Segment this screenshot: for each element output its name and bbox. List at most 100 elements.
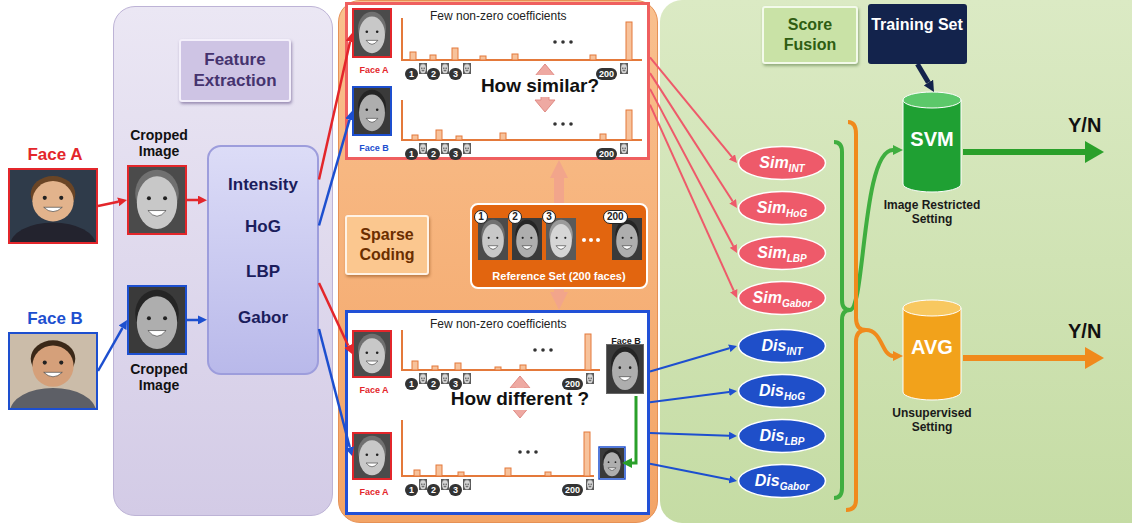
face-thumb: Face A bbox=[352, 8, 392, 58]
ellipse-outline bbox=[739, 147, 826, 180]
cylinder-label: AVG bbox=[911, 336, 953, 359]
smile bbox=[522, 246, 532, 250]
reference-face bbox=[478, 218, 508, 260]
photo-background bbox=[441, 479, 449, 490]
coefficient-bar bbox=[480, 56, 486, 60]
hair bbox=[442, 143, 448, 151]
feature-subscript: LBP bbox=[787, 253, 807, 264]
feature-subscript: HoG bbox=[784, 391, 805, 402]
hair bbox=[587, 373, 593, 381]
smile bbox=[589, 486, 592, 488]
photo-background bbox=[463, 373, 471, 384]
ellipse-outline bbox=[739, 465, 826, 498]
head bbox=[359, 338, 385, 373]
ellipse-outline bbox=[739, 282, 826, 315]
head bbox=[587, 375, 593, 384]
connector bbox=[554, 178, 564, 203]
feature-subscript: LBP bbox=[784, 436, 804, 447]
coefficient-bar bbox=[455, 363, 461, 370]
connector bbox=[650, 348, 729, 371]
coefficient-bar bbox=[495, 367, 501, 370]
classifier-cylinder: AVG Unsupervised Setting bbox=[872, 300, 996, 440]
eye bbox=[366, 453, 369, 456]
eye bbox=[619, 366, 622, 369]
histogram-axis bbox=[402, 100, 642, 140]
question: How different ? bbox=[448, 388, 592, 410]
face-thumb: Face B bbox=[352, 86, 392, 136]
cropped-face bbox=[354, 434, 390, 478]
photo-background bbox=[419, 373, 427, 384]
coefficient-bar bbox=[585, 334, 591, 370]
face-thumb: Face A bbox=[352, 330, 392, 378]
connector bbox=[650, 433, 729, 436]
eye bbox=[465, 378, 466, 379]
photo-background bbox=[463, 143, 471, 154]
callout-number: 3 bbox=[449, 484, 462, 496]
eye bbox=[443, 378, 444, 379]
coefficient-bar bbox=[512, 54, 518, 60]
face-label: Face B bbox=[359, 143, 389, 153]
head bbox=[482, 224, 504, 258]
photo-background bbox=[586, 479, 594, 490]
coefficient-bar bbox=[505, 468, 511, 476]
smile bbox=[44, 372, 63, 376]
head bbox=[612, 352, 638, 390]
face-thumb: Face A bbox=[352, 432, 392, 480]
eye bbox=[588, 378, 589, 379]
tiny-face bbox=[419, 63, 427, 74]
photo-background bbox=[419, 479, 427, 490]
cylinder-label: SVM bbox=[910, 128, 953, 151]
eye bbox=[465, 68, 466, 69]
histogram-axis bbox=[402, 18, 642, 60]
ellipse-outline bbox=[739, 330, 826, 363]
hair bbox=[420, 143, 426, 151]
smile bbox=[366, 40, 378, 44]
hair bbox=[420, 479, 426, 487]
score-name: Dis bbox=[761, 337, 786, 355]
callout-number: 3 bbox=[449, 148, 462, 160]
feature-box: IntensityHoGLBPGabor bbox=[207, 145, 319, 375]
face-thumb: Face B bbox=[606, 344, 644, 394]
callout-number: 200 bbox=[596, 148, 617, 160]
setting-label: Image Restricted Setting bbox=[872, 198, 992, 227]
tiny-face bbox=[586, 373, 594, 384]
ellipse-outline bbox=[739, 375, 826, 408]
eye bbox=[376, 108, 379, 111]
output-arrow bbox=[963, 149, 1085, 155]
setting-label: Unsupervised Setting bbox=[872, 406, 992, 435]
eye bbox=[59, 196, 63, 200]
tiny-face bbox=[620, 143, 628, 154]
score-ellipse: SimLBP bbox=[737, 235, 827, 271]
coefficient-bar bbox=[626, 22, 632, 60]
head bbox=[464, 481, 470, 490]
head bbox=[603, 452, 620, 476]
score-name: Sim bbox=[753, 289, 782, 307]
eye bbox=[625, 68, 626, 69]
smile bbox=[623, 70, 626, 72]
coefficient-bar bbox=[545, 472, 551, 476]
eye bbox=[424, 484, 425, 485]
photo-background bbox=[463, 479, 471, 490]
photo-background bbox=[546, 218, 576, 260]
box-label: Training Set bbox=[871, 15, 963, 34]
hair bbox=[464, 479, 470, 487]
head bbox=[420, 481, 426, 490]
smile bbox=[466, 380, 469, 382]
eye bbox=[421, 484, 422, 485]
connector bbox=[319, 329, 350, 447]
smile bbox=[619, 377, 631, 381]
connector bbox=[650, 392, 729, 402]
hair bbox=[31, 340, 76, 377]
smile bbox=[488, 246, 498, 250]
thumb-frame bbox=[599, 447, 625, 479]
head bbox=[442, 375, 448, 384]
score-ellipse: DisGabor bbox=[737, 463, 827, 499]
photo-background bbox=[612, 218, 642, 260]
head bbox=[359, 440, 385, 475]
head bbox=[464, 65, 470, 74]
hair bbox=[358, 436, 386, 468]
eye bbox=[59, 361, 63, 365]
connector bbox=[917, 64, 928, 83]
smile bbox=[466, 70, 469, 72]
connector bbox=[650, 73, 733, 201]
